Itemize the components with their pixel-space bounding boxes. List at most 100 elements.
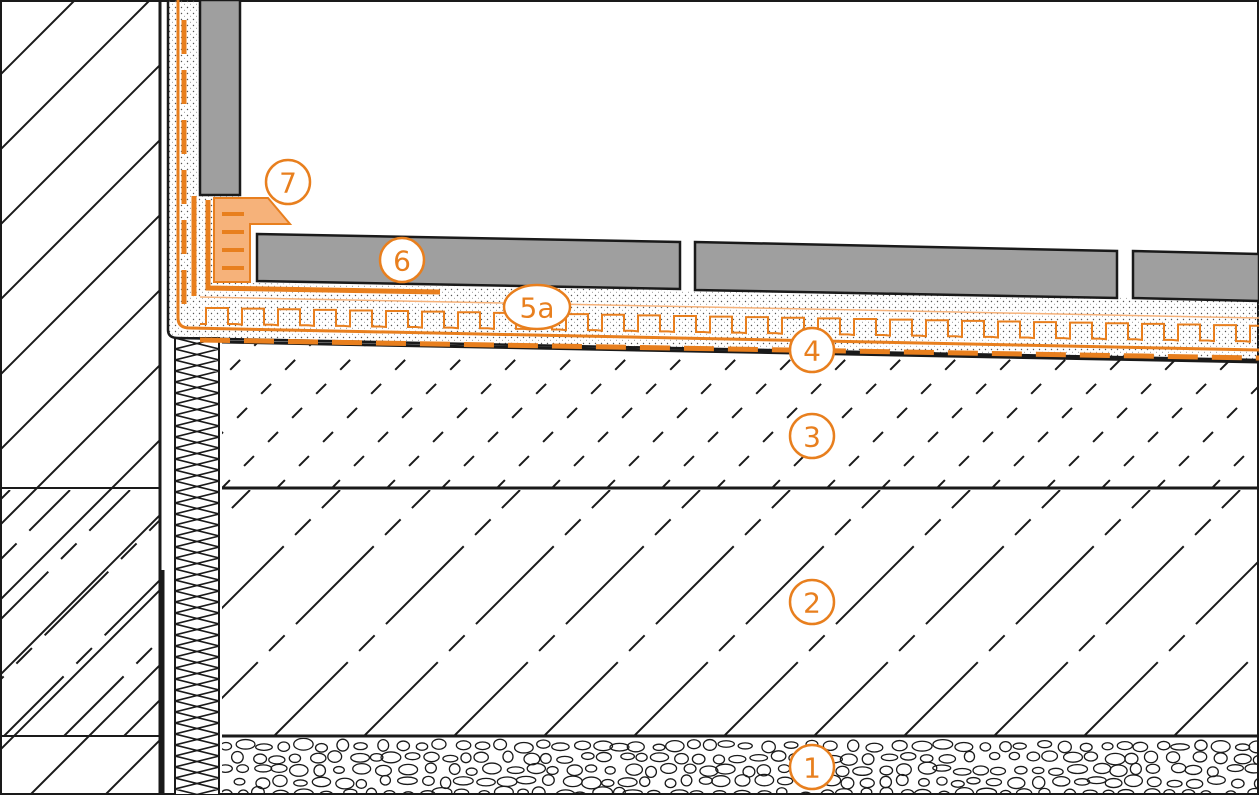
gravel-stone <box>293 788 315 795</box>
gravel-stone <box>539 752 552 765</box>
gravel-stone <box>999 789 1012 795</box>
gravel-stone <box>900 789 915 795</box>
hatch-line <box>659 342 811 488</box>
gravel-stone <box>979 742 992 752</box>
hatch-line <box>384 342 536 488</box>
hatch-line <box>222 342 316 488</box>
label-6-text: 6 <box>393 245 411 278</box>
hatch-line <box>329 342 481 488</box>
floor-tile-1 <box>255 232 682 291</box>
gravel-stone <box>448 763 461 776</box>
gravel-stone <box>770 750 787 762</box>
label-1-text: 1 <box>803 752 821 785</box>
gravel-stone <box>938 754 957 764</box>
gravel-stone <box>272 774 288 788</box>
gravel-stone <box>604 766 616 775</box>
gravel-stone <box>963 750 976 763</box>
gravel-stone <box>1184 764 1203 776</box>
gravel-stone <box>379 774 392 786</box>
gravel-stone <box>1048 767 1064 777</box>
gravel-stone <box>1192 751 1208 763</box>
gravel-stone <box>711 775 731 788</box>
gravel-stone <box>592 786 614 795</box>
gravel-stone <box>401 791 415 795</box>
hatch-line <box>222 490 431 700</box>
gravel-stone <box>649 752 670 763</box>
gravel-stone <box>573 791 587 795</box>
gravel-stone <box>972 765 990 776</box>
gravel-stone <box>665 739 685 753</box>
gravel-stone <box>1015 788 1033 795</box>
gravel-stone <box>715 763 736 775</box>
gravel-stone <box>455 740 472 751</box>
hatch-line <box>1209 342 1259 488</box>
gravel-stone <box>431 786 453 795</box>
gravel-stone <box>776 776 794 786</box>
gravel-stone <box>1244 763 1259 774</box>
hatch-line <box>362 490 611 736</box>
gravel-stone <box>1213 752 1228 765</box>
gravel-stone <box>584 764 598 773</box>
gravel-stone <box>664 778 677 789</box>
gravel-stone <box>674 752 689 765</box>
wall-foundation-hatching <box>2 490 159 736</box>
gravel-stone <box>937 790 951 795</box>
gravel-stone <box>761 740 776 754</box>
waterproofing-zone <box>166 0 1259 362</box>
floor-tile-3 <box>1131 249 1259 303</box>
gravel-stone <box>670 789 689 795</box>
gravel-stone <box>453 788 470 795</box>
gravel-stone <box>895 773 909 787</box>
gravel-stone <box>1143 788 1161 795</box>
hatch-line <box>542 490 791 736</box>
gravel-stone <box>754 773 775 787</box>
gravel-stone <box>1052 775 1071 787</box>
gravel-stone <box>336 738 350 752</box>
gravel-stone <box>270 763 288 774</box>
gravel-stone <box>1165 751 1181 764</box>
gravel-stone <box>1181 789 1196 795</box>
gravel-stone <box>1116 740 1134 751</box>
hatch-line <box>992 490 1241 736</box>
gravel-stone <box>293 779 308 787</box>
gravel-stone <box>783 741 799 749</box>
gravel-stone <box>235 738 256 750</box>
gravel-stone <box>288 753 302 764</box>
gravel-stone <box>580 752 595 761</box>
gravel-stone <box>556 755 574 764</box>
gravel-stone <box>595 751 612 763</box>
gravel-stone <box>422 775 435 787</box>
gravel-stone <box>622 789 643 795</box>
gravel-stone <box>396 740 411 752</box>
gravel-stone <box>691 753 706 765</box>
gravel-stone <box>891 739 908 752</box>
gravel-stone <box>1194 739 1208 752</box>
gravel-stone <box>852 766 873 776</box>
gravel-stone <box>712 790 727 795</box>
gravel-stone <box>834 788 853 795</box>
gravel-stone <box>1082 789 1098 795</box>
gravel-stone <box>879 786 894 795</box>
hatch-line <box>812 490 1061 736</box>
gravel-stone <box>617 777 638 788</box>
gravel-stone <box>609 742 630 752</box>
gravel-stone <box>1143 750 1159 764</box>
gravel-stone <box>895 763 912 777</box>
gravel-stone <box>531 786 546 795</box>
gravel-stone <box>1253 777 1259 790</box>
gravel-stone <box>222 764 233 773</box>
gravel-stone <box>820 789 836 795</box>
gravel-stone <box>1163 789 1176 795</box>
gravel-stone <box>526 762 547 775</box>
gravel-stone <box>365 787 378 795</box>
hatch-line <box>2 490 131 620</box>
gravel-stone <box>1185 778 1204 789</box>
gravel-stone <box>601 778 615 788</box>
hatch-line <box>632 490 881 736</box>
label-7-text: 7 <box>279 167 297 200</box>
gravel-stone <box>712 754 726 765</box>
gravel-stone <box>1102 789 1115 795</box>
gravel-stone <box>1066 764 1089 775</box>
gravel-stone <box>541 774 555 787</box>
gravel-stone <box>1041 750 1059 762</box>
